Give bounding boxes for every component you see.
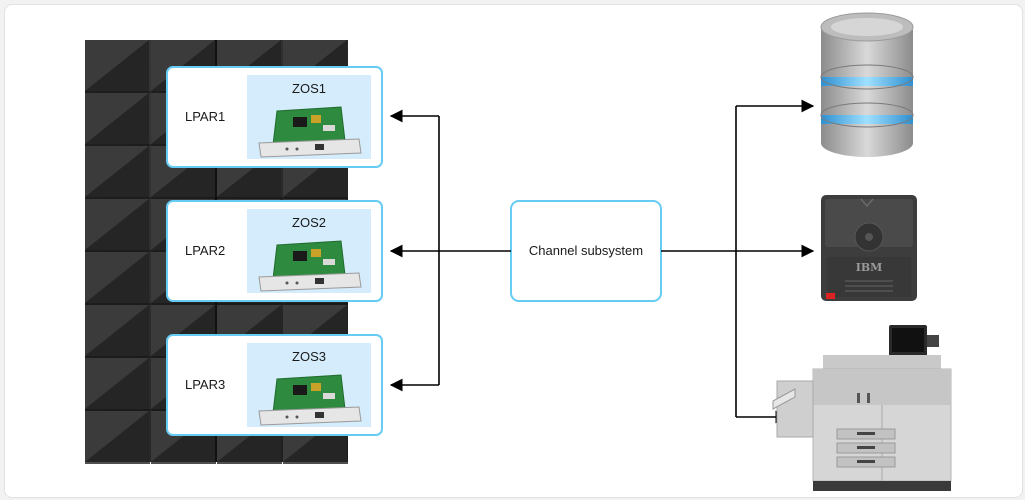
os-label: ZOS1 bbox=[292, 81, 326, 96]
network-card-icon bbox=[258, 374, 362, 426]
lpar-label: LPAR2 bbox=[185, 243, 225, 258]
os-panel: ZOS2 bbox=[247, 209, 371, 293]
lpar-box: LPAR3 ZOS3 bbox=[166, 334, 383, 436]
os-label: ZOS2 bbox=[292, 215, 326, 230]
os-label: ZOS3 bbox=[292, 349, 326, 364]
network-card-icon bbox=[258, 240, 362, 292]
lpar-label: LPAR1 bbox=[185, 109, 225, 124]
network-card-icon bbox=[258, 106, 362, 158]
os-panel: ZOS3 bbox=[247, 343, 371, 427]
disk-storage-icon bbox=[820, 12, 914, 157]
channel-subsystem-box: Channel subsystem bbox=[510, 200, 662, 302]
channel-subsystem-label: Channel subsystem bbox=[529, 243, 643, 258]
tape-brand-label: IBM bbox=[856, 261, 883, 274]
os-panel: ZOS1 bbox=[247, 75, 371, 159]
lpar-box: LPAR2 ZOS2 bbox=[166, 200, 383, 302]
printer-icon bbox=[772, 325, 952, 491]
tape-cartridge-icon: IBM bbox=[821, 195, 917, 301]
lpar-label: LPAR3 bbox=[185, 377, 225, 392]
lpar-box: LPAR1 ZOS1 bbox=[166, 66, 383, 168]
